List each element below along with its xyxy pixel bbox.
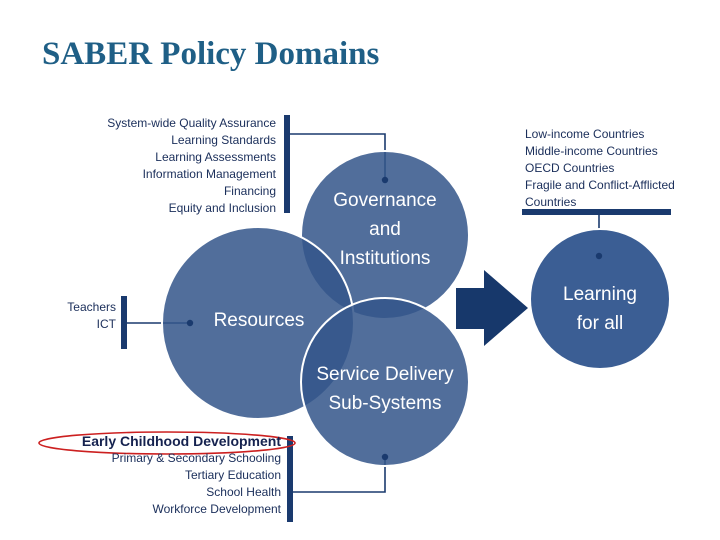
list-item: OECD Countries xyxy=(525,161,615,175)
list-item: Learning Standards xyxy=(171,133,276,147)
learning-connector-dot xyxy=(595,252,603,260)
list-item: School Health xyxy=(206,485,281,499)
highlight-ellipse xyxy=(38,431,296,455)
service-connector xyxy=(293,457,386,493)
learning-label-line1: Learning xyxy=(563,284,637,305)
resources-label: Resources xyxy=(190,306,328,335)
learning-label: Learning for all xyxy=(540,280,660,338)
service-circle xyxy=(300,297,470,467)
list-item: System-wide Quality Assurance xyxy=(107,116,276,130)
list-item: ICT xyxy=(96,317,116,331)
service-label-line1: Service Delivery xyxy=(316,364,454,385)
governance-label-line1: Governance xyxy=(333,190,437,211)
learning-label-line2: for all xyxy=(576,313,624,334)
list-item: Workforce Development xyxy=(152,502,282,516)
list-item: Financing xyxy=(223,184,276,198)
list-item: Low-income Countries xyxy=(525,127,645,141)
list-item: Tertiary Education xyxy=(184,468,281,482)
page-title: SABER Policy Domains xyxy=(42,36,380,72)
resources-label-text: Resources xyxy=(213,310,305,331)
learning-bracket-bar xyxy=(522,209,671,215)
list-item: Countries xyxy=(525,195,577,209)
governance-policy-list: System-wide Quality Assurance Learning S… xyxy=(107,115,276,217)
list-item: Learning Assessments xyxy=(155,150,276,164)
service-policy-list: Early Childhood Development Primary & Se… xyxy=(82,433,281,518)
list-item: Primary & Secondary Schooling xyxy=(111,451,281,465)
highlighted-list-item: Early Childhood Development xyxy=(81,433,281,449)
service-connector-dot xyxy=(381,453,389,461)
governance-bracket-bar xyxy=(284,115,290,213)
resources-bracket-bar xyxy=(121,296,127,349)
learning-context-list: Low-income Countries Middle-income Count… xyxy=(525,126,675,211)
governance-label: Governance and Institutions xyxy=(305,186,465,273)
service-bracket-bar xyxy=(287,436,293,522)
resources-policy-list: Teachers ICT xyxy=(67,299,116,333)
list-item: Equity and Inclusion xyxy=(168,201,276,215)
service-label: Service Delivery Sub-Systems xyxy=(300,360,470,418)
resources-connector-dot xyxy=(186,319,194,327)
list-item: Information Management xyxy=(142,167,276,181)
list-item: Teachers xyxy=(67,300,116,314)
learning-circle xyxy=(529,228,671,370)
governance-label-line2: and xyxy=(369,219,401,240)
list-item: Fragile and Conflict-Afflicted xyxy=(525,178,675,192)
list-item: Middle-income Countries xyxy=(525,144,658,158)
governance-label-line3: Institutions xyxy=(339,248,431,269)
governance-connector-dot xyxy=(381,176,389,184)
service-label-line2: Sub-Systems xyxy=(328,393,442,414)
flow-arrow xyxy=(456,270,528,346)
